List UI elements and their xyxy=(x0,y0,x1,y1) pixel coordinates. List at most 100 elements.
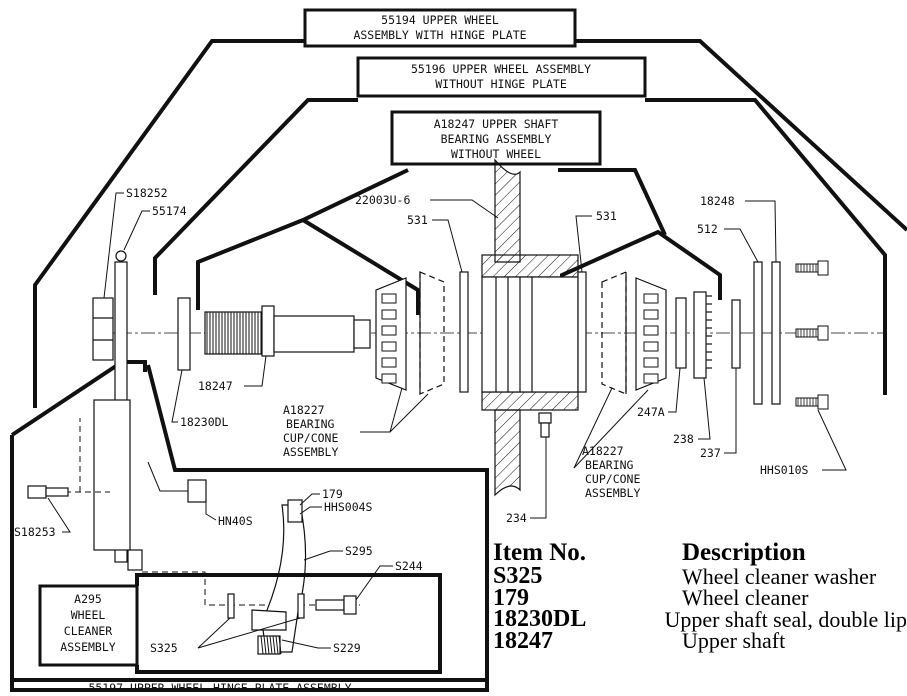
part-531-seal-left xyxy=(459,271,469,393)
item-no: 18247 xyxy=(493,627,553,654)
callout-a18227-left-l2: BEARING xyxy=(286,417,335,431)
callout-hhs004s-text: HHS004S xyxy=(324,500,373,514)
box-55197-label: 55197 UPPER WHEEL HINGE PLATE ASSEMBLY xyxy=(88,681,351,695)
callout-a18227-right-l4: ASSEMBLY xyxy=(585,486,640,500)
callout-a18227-left: A18227 BEARING CUP/CONE ASSEMBLY xyxy=(283,387,429,459)
part-18230dl-seal xyxy=(177,297,191,371)
item-description: Upper shaft seal, double lip xyxy=(664,606,907,632)
part-s244-bolt xyxy=(315,595,357,615)
table-row: 18230DL Upper shaft seal, double lip xyxy=(493,606,907,633)
callout-22003u6: 22003U-6 xyxy=(355,193,499,219)
outline-a18247 xyxy=(196,168,722,315)
callout-247a: 247A xyxy=(637,367,681,419)
callout-s295-text: S295 xyxy=(345,544,373,558)
header-item-no: Item No. xyxy=(493,540,587,566)
callout-18247: 18247 xyxy=(198,355,267,393)
callout-247a-text: 247A xyxy=(637,405,665,419)
part-hn40s-nut xyxy=(187,479,207,503)
box-a295: A295 WHEEL CLEANER ASSEMBLY xyxy=(38,573,442,674)
callout-hn40s: HN40S xyxy=(147,461,253,528)
callout-s244: S244 xyxy=(355,559,423,601)
callout-512: 512 xyxy=(697,222,759,263)
callout-hn40s-text: HN40S xyxy=(218,514,253,528)
callout-18247-text: 18247 xyxy=(198,379,233,393)
callout-a18227-left-l1: A18227 xyxy=(283,403,325,417)
part-531-seal-right xyxy=(577,271,587,393)
callout-hhs010s: HHS010S xyxy=(760,409,847,477)
callout-s229-text: S229 xyxy=(333,641,361,655)
part-bearing-cup-left xyxy=(419,271,445,395)
callout-a18227-right: A18227 BEARING CUP/CONE ASSEMBLY xyxy=(573,387,649,500)
callout-179-text: 179 xyxy=(322,487,343,501)
callout-531-right-text: 531 xyxy=(596,209,617,223)
box-a18247-line3: WITHOUT WHEEL xyxy=(451,147,541,161)
part-s325-washer-a xyxy=(227,593,235,619)
callout-237-text: 237 xyxy=(700,446,721,460)
item-no: S325 xyxy=(493,563,543,590)
callout-s18253: S18253 xyxy=(14,497,71,539)
part-237-nut xyxy=(731,299,741,369)
callout-18230dl-text: 18230DL xyxy=(180,415,229,429)
box-55194-line1: 55194 UPPER WHEEL xyxy=(381,13,499,27)
box-a295-line2: WHEEL xyxy=(71,608,106,622)
callout-531-left-text: 531 xyxy=(407,213,428,227)
table-row: 18247 Upper shaft xyxy=(493,627,907,654)
callout-s18252: S18252 xyxy=(103,186,168,299)
callout-179: 179 xyxy=(299,487,343,506)
part-bearing-cup-right xyxy=(601,271,627,395)
part-hhs010s-bolts xyxy=(795,260,829,410)
callout-234: 234 xyxy=(506,437,547,525)
callout-a18227-right-l1: A18227 xyxy=(582,444,624,458)
callout-18230dl: 18230DL xyxy=(171,369,229,429)
box-55194-line2: ASSEMBLY WITH HINGE PLATE xyxy=(353,28,526,42)
callout-18248-text: 18248 xyxy=(700,194,735,208)
callout-234-text: 234 xyxy=(506,511,527,525)
box-55196: 55196 UPPER WHEEL ASSEMBLY WITHOUT HINGE… xyxy=(356,56,647,98)
item-no: 18230DL xyxy=(493,606,587,633)
callout-hhs004s: HHS004S xyxy=(299,500,373,515)
box-55196-line2: WITHOUT HINGE PLATE xyxy=(435,77,567,91)
parts-table: Item No. Description S325 Wheel cleaner … xyxy=(493,540,907,696)
callout-531-left: 531 xyxy=(407,213,463,273)
callout-s325-text: S325 xyxy=(150,641,178,655)
part-238-lock-washer xyxy=(693,291,712,379)
item-description: Wheel cleaner washer xyxy=(682,563,877,589)
box-a295-line1: A295 xyxy=(74,592,102,606)
item-description: Wheel cleaner xyxy=(682,585,809,611)
part-s229-spring xyxy=(257,635,282,655)
callout-s229: S229 xyxy=(281,639,361,655)
callout-s295: S295 xyxy=(303,544,373,561)
outline-55196 xyxy=(153,98,887,395)
callout-s244-text: S244 xyxy=(395,559,423,573)
callout-55174-text: 55174 xyxy=(152,204,187,218)
item-no: 179 xyxy=(493,584,529,611)
part-s18253-bolt xyxy=(27,485,69,499)
callout-a18227-left-l3: CUP/CONE xyxy=(283,431,338,445)
callout-s18253-text: S18253 xyxy=(14,525,56,539)
part-18247-shaft xyxy=(204,305,371,357)
part-55174-hinge-plate xyxy=(93,250,143,571)
box-a295-line3: CLEANER xyxy=(64,624,113,638)
callout-238-text: 238 xyxy=(673,432,694,446)
outline-55194 xyxy=(33,39,907,408)
callout-18248: 18248 xyxy=(700,194,777,263)
part-22003u6-wheel xyxy=(481,158,579,497)
part-512-plate xyxy=(753,261,763,405)
part-18248-plate xyxy=(771,261,781,405)
part-s325-washer-b xyxy=(297,593,305,619)
item-description: Upper shaft xyxy=(682,628,786,654)
box-a18247-line2: BEARING ASSEMBLY xyxy=(441,132,552,146)
callout-237: 237 xyxy=(700,368,737,460)
box-a18247-line1: A18247 UPPER SHAFT xyxy=(434,117,559,131)
callout-531-right: 531 xyxy=(575,209,617,273)
box-55194: 55194 UPPER WHEEL ASSEMBLY WITH HINGE PL… xyxy=(303,8,577,48)
callout-a18227-left-l4: ASSEMBLY xyxy=(283,445,338,459)
callout-a18227-right-l3: CUP/CONE xyxy=(585,472,640,486)
part-bearing-cone-right xyxy=(635,277,667,391)
box-a18247: A18247 UPPER SHAFT BEARING ASSEMBLY WITH… xyxy=(390,110,602,166)
table-header: Item No. Description xyxy=(493,540,907,566)
callout-238: 238 xyxy=(673,377,711,446)
callout-512-text: 512 xyxy=(697,222,718,236)
table-row: S325 Wheel cleaner washer xyxy=(493,563,907,590)
